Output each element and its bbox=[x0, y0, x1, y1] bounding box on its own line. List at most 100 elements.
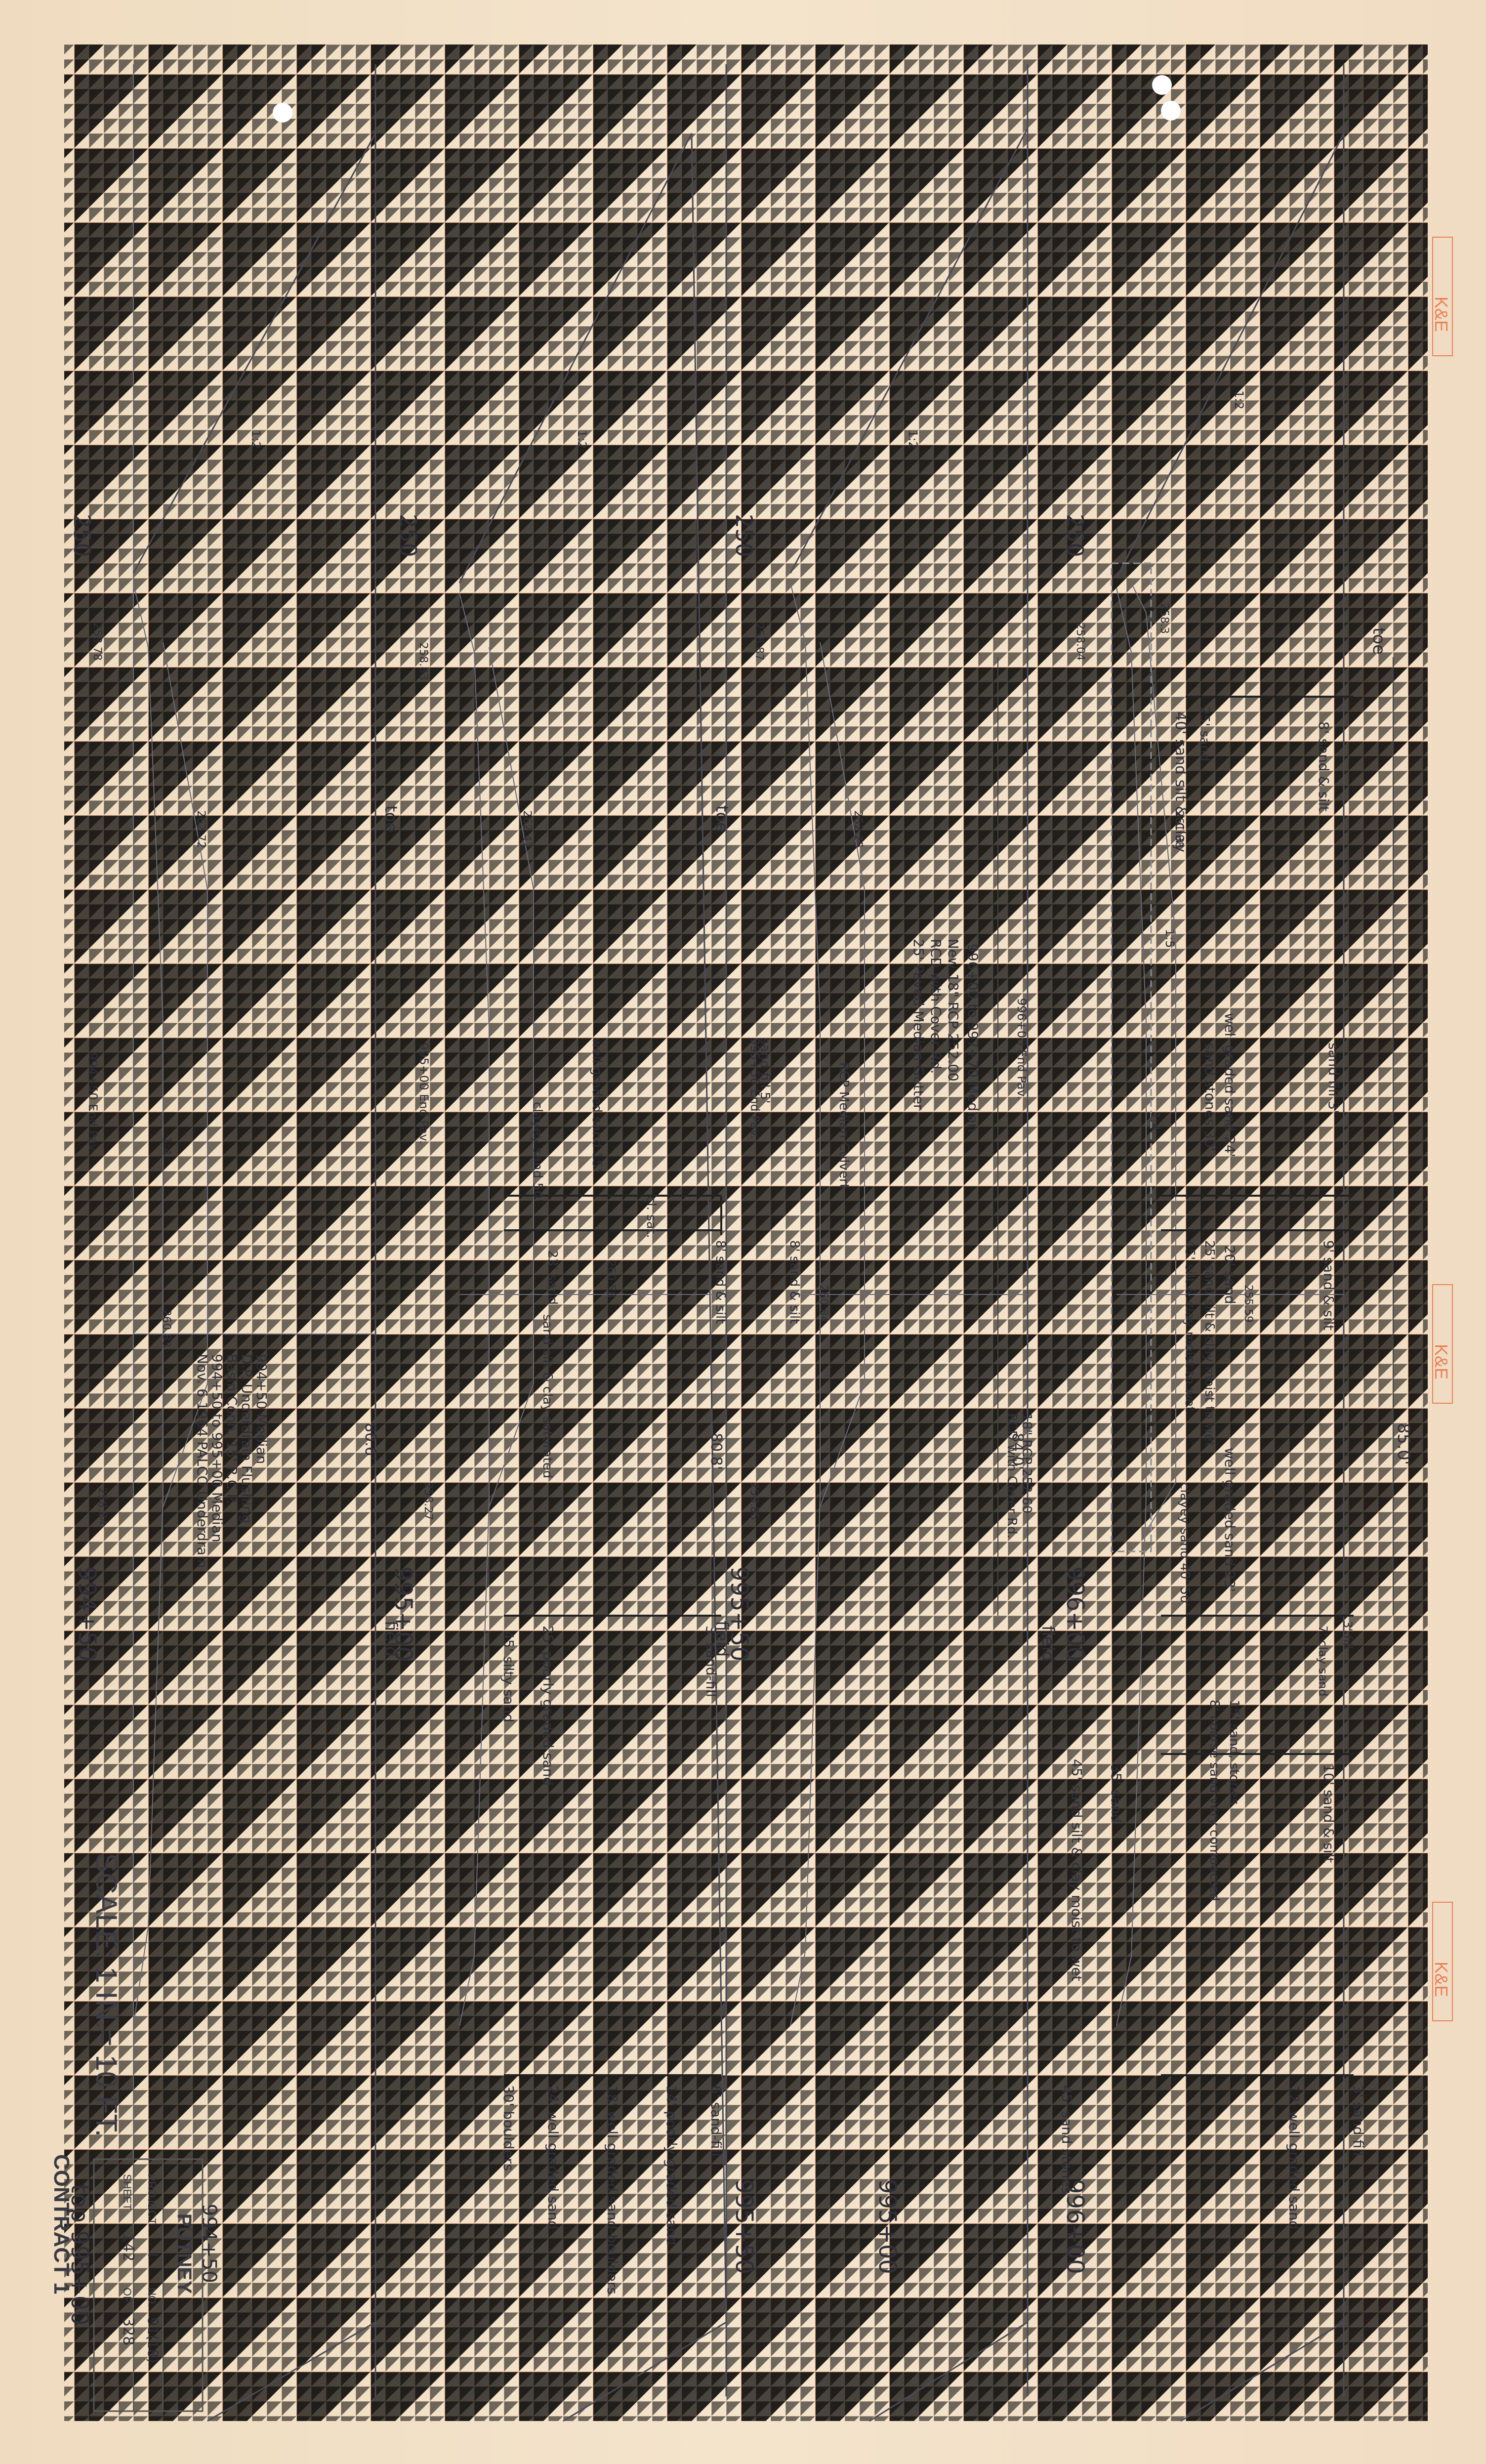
elevation-label: 250 bbox=[731, 514, 757, 557]
elevation-value: 258.87 bbox=[753, 623, 765, 661]
section-note: RCD with Cover Rd. bbox=[928, 939, 944, 1074]
section-note: field bbox=[1038, 1626, 1058, 1662]
road-label: 1:2 bbox=[906, 430, 920, 449]
station-label: 996+00 bbox=[1061, 1566, 1089, 1662]
section-note: 996+00 End Pav. bbox=[1015, 998, 1029, 1099]
elevation-value: 258.84 bbox=[96, 1487, 108, 1525]
boring-log-entry: 6' sand-fill bbox=[708, 2085, 724, 2157]
profile-995-50: 250 995+50 995+50 toe field sand fill 5'… bbox=[712, 430, 1026, 2274]
boring-log-entry: 14' poorly graded sand bbox=[663, 2085, 680, 2245]
section-note: RCD with Cover Rd. bbox=[1004, 1413, 1019, 1539]
boring-log-entry: 3' sand-fill bbox=[703, 1626, 719, 1697]
elevation-label: 250 bbox=[1062, 514, 1088, 557]
boring-logs bbox=[504, 696, 1354, 2076]
elevation-value: 258.78 bbox=[91, 623, 103, 661]
boring-log-entry: 3' sand fill bbox=[1350, 2085, 1366, 2156]
boring-log-entry: 45' sand stones bbox=[1059, 2085, 1075, 2194]
elevation-value: 262.25 bbox=[852, 810, 864, 848]
punch-hole bbox=[1152, 75, 1172, 95]
section-note: toe bbox=[381, 805, 401, 833]
punch-hole bbox=[1161, 101, 1181, 121]
boring-log-entry: 10' sand & silt bbox=[1321, 1764, 1337, 1863]
boring-log-entry: well graded sand 23' bbox=[1222, 1448, 1238, 1592]
title-sheet-label: SHEET bbox=[121, 2174, 133, 2210]
road-label: 995+50 End Pav. bbox=[748, 1038, 762, 1139]
boring-log-entry: 35' sand bbox=[1108, 1764, 1124, 1823]
title-sheet-no: 142 bbox=[120, 2233, 137, 2261]
elevation-value: 258.3 bbox=[1158, 603, 1170, 634]
elevation-value: 262.72 bbox=[195, 810, 207, 848]
elevation-value: 258.85 bbox=[748, 1482, 760, 1520]
elevation-value: 258.83 bbox=[417, 642, 429, 680]
title-block bbox=[93, 2158, 204, 2412]
section-note: well graded sand 15' bbox=[589, 1038, 604, 1171]
section-outline-3 bbox=[789, 128, 1029, 2422]
section-outline-2 bbox=[458, 133, 727, 2422]
boring-log-entry: 12' well graded sand bbox=[1286, 2085, 1302, 2229]
boring-log-entry: sand fill 3' bbox=[1325, 1043, 1342, 1114]
elevation-value: 262.47 bbox=[521, 810, 533, 848]
boring-log-entry: 15' sand, stones bbox=[1227, 1700, 1241, 1805]
section-note: toe bbox=[1369, 627, 1389, 655]
boring-log-entry: 8' coarse sand very compacted bbox=[1207, 1700, 1222, 1901]
boring-log-entry: 30' boulders bbox=[500, 2085, 517, 2171]
offset-lines bbox=[133, 1294, 1344, 1335]
boring-log-entry: 3' fill bbox=[1341, 1621, 1355, 1649]
boring-log-entry: well graded sand 24' bbox=[1222, 1013, 1238, 1157]
dimension-label: 85.0' bbox=[1394, 1423, 1413, 1465]
road-label: 84.0' bbox=[1009, 1433, 1026, 1470]
stamp-group bbox=[1432, 237, 1453, 2021]
boring-log-entry: 8' sand & silt bbox=[1316, 721, 1332, 811]
section-note: 8' sand & silt bbox=[713, 1240, 728, 1324]
boring-log-entry: 25' sand silt & clay moist to wet bbox=[1202, 1240, 1217, 1447]
scale-label: SCALE: 1 IN.= 10 FT. bbox=[90, 1853, 123, 2137]
section-note: 8' sand & silt bbox=[787, 1240, 802, 1324]
boring-log-entry: 24' well graded sand bbox=[545, 2085, 561, 2229]
elevation-label: 250 bbox=[395, 514, 421, 557]
boring-log-entry: 7' clay sand bbox=[1316, 1626, 1330, 1697]
section-note: sand fill 5' bbox=[757, 1038, 772, 1104]
boring-log-entry: 9' sand & silt bbox=[1321, 1240, 1337, 1330]
section-note: toe bbox=[712, 805, 732, 833]
title-no-value: 91(18) bbox=[145, 2317, 161, 2363]
elevation-value: 260.84 bbox=[817, 1285, 829, 1323]
boring-log-entry: 40' sand silt & clay bbox=[1172, 711, 1189, 852]
elevation-value: 258.04 bbox=[1074, 623, 1086, 661]
boring-log-entry: 45' silty sand bbox=[500, 1630, 517, 1722]
section-note: 994+50 Median bbox=[253, 1354, 270, 1464]
station-label: 995+50 bbox=[730, 2179, 758, 2274]
section-note: cl. sat. bbox=[644, 1196, 659, 1238]
dimension-line bbox=[997, 657, 1394, 1616]
section-note: field bbox=[712, 1621, 732, 1657]
section-note: 23' sand bbox=[545, 1250, 560, 1305]
road-label: 1:5 bbox=[1163, 929, 1177, 948]
boring-log-entry: clayey sand 40' 50' bbox=[1177, 1482, 1192, 1607]
section-note: clayey sand 50' bbox=[530, 1102, 545, 1202]
section-note: sand silt & clay saturated bbox=[540, 1314, 555, 1478]
road-label: 1:4 bbox=[1148, 1112, 1162, 1131]
section-note: D.P. Underdrain Flushing bbox=[239, 1354, 255, 1523]
road-label: 80.8' bbox=[707, 1433, 725, 1470]
stamp-label: K&E bbox=[1431, 296, 1451, 332]
section-note: 25' Paved Median Gutter bbox=[910, 939, 927, 1110]
title-of-label: OF bbox=[121, 2288, 133, 2303]
section-note: 996+00 to 997+70 Median bbox=[965, 944, 981, 1132]
title-town: PUTNEY bbox=[173, 2213, 195, 2294]
section-note: field bbox=[381, 1621, 401, 1657]
elevation-value: 258.27 bbox=[422, 1482, 434, 1520]
section-note: Basin Conn. 15' R.C.P. bbox=[224, 1354, 240, 1504]
elevation-value: 260.58 bbox=[605, 1260, 617, 1298]
road-label: 994+50 End Pav. bbox=[86, 1052, 100, 1154]
title-of-no: 328 bbox=[120, 2317, 137, 2345]
station-label: 995+00 bbox=[389, 1566, 417, 1662]
road-label: 1:4 bbox=[160, 1136, 174, 1156]
boring-log-entry: 20' sand bbox=[1222, 1245, 1238, 1304]
section-outline-1 bbox=[132, 133, 376, 2422]
stamp-label: K&E bbox=[1431, 1962, 1451, 1997]
road-label: 995+00 End Pav. bbox=[417, 1043, 431, 1144]
section-note: 994+50 to 995+00 Median bbox=[209, 1354, 225, 1543]
elevation-value: 261.98 bbox=[1173, 810, 1185, 848]
